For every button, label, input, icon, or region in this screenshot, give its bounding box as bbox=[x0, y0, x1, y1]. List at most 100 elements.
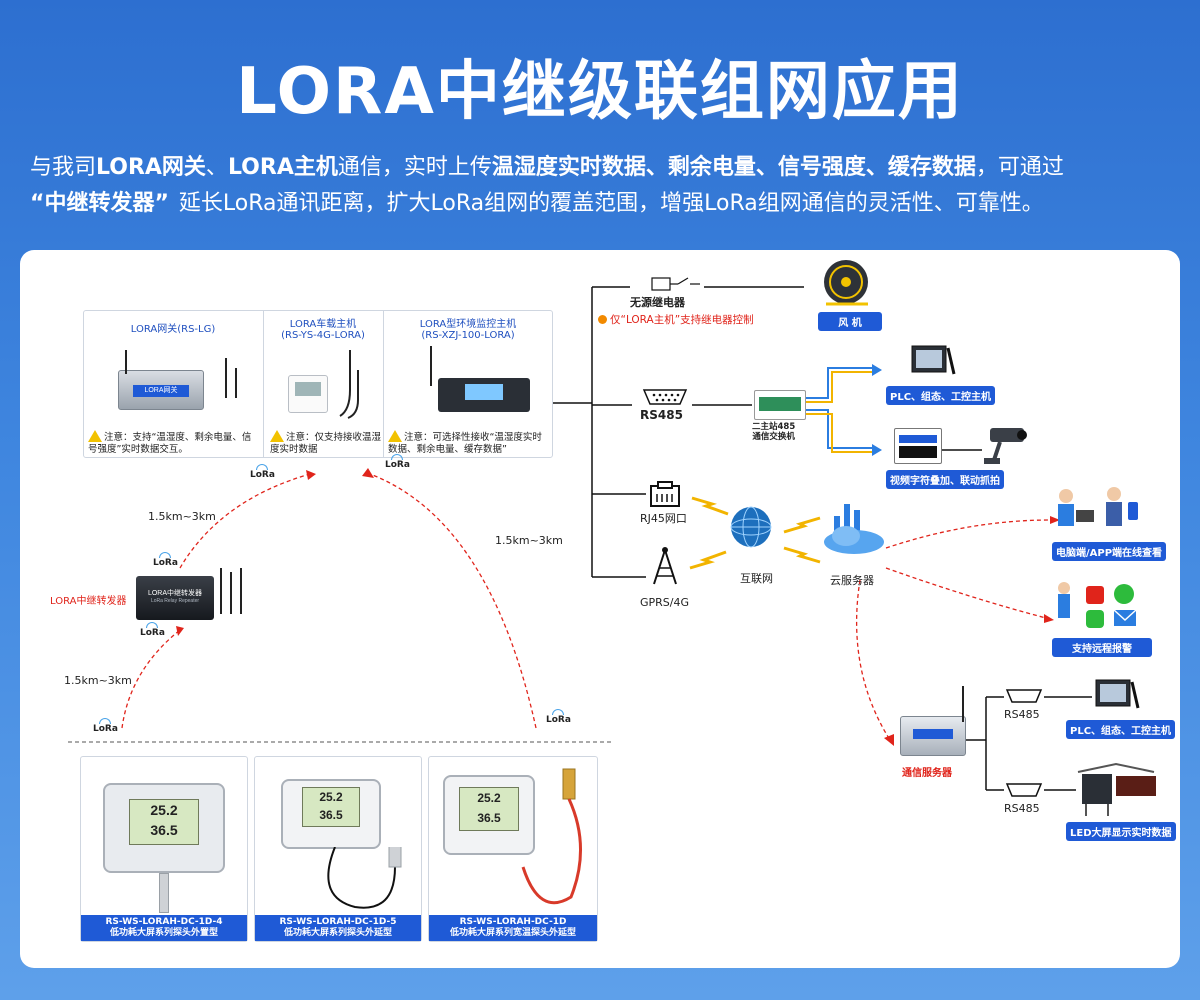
lora-badge: LoRa bbox=[546, 709, 571, 725]
divider bbox=[263, 310, 264, 458]
db9-port-icon bbox=[1005, 689, 1043, 703]
sensor-desc: 低功耗大屏系列宽温探头外延型 bbox=[449, 928, 576, 938]
intro-seg-bold: LORA网关 bbox=[96, 155, 206, 180]
relay-label: 无源继电器 bbox=[630, 296, 685, 309]
cloud-label: 云服务器 bbox=[830, 574, 874, 587]
intro-seg-bold: LORA主机 bbox=[227, 155, 338, 180]
fan-icon bbox=[824, 260, 868, 306]
intro-seg: ，可通过 bbox=[975, 155, 1064, 180]
sensor-card-2[interactable]: 25.2 36.5 RS-WS-LORAH-DC-1D-5 低功耗大屏系列探头外… bbox=[254, 756, 422, 942]
rj45-label: RJ45网口 bbox=[640, 512, 687, 525]
alarm-label: 支持远程报警 bbox=[1052, 638, 1152, 657]
intro-text: 与我司LORA网关、LORA主机通信，实时上传温湿度实时数据、剩余电量、信号强度… bbox=[30, 150, 1180, 222]
temp-readout: 25.2 bbox=[319, 790, 343, 804]
cloud-icon bbox=[824, 504, 884, 554]
relay-note: 仅“LORA主机”支持继电器控制 bbox=[598, 312, 754, 327]
camera-icon bbox=[984, 428, 1027, 464]
sensor-model: RS-WS-LORAH-DC-1D-4 bbox=[105, 917, 223, 927]
page-title: LORA中继级联组网应用 bbox=[236, 55, 964, 129]
monitor-device bbox=[438, 378, 530, 412]
db9-port-icon bbox=[642, 389, 688, 405]
vehicle-title-2: (RS-YS-4G-LORA) bbox=[281, 330, 365, 341]
monitor-icon bbox=[1095, 679, 1140, 709]
intro-seg-bold: “中继转发器” bbox=[30, 191, 169, 216]
vehicle-title-1: LORA车载主机 bbox=[289, 319, 357, 330]
lora-badge: LoRa bbox=[140, 622, 165, 638]
sensor-model: RS-WS-LORAH-DC-1D-5 bbox=[279, 917, 397, 927]
comm-server-label: 通信服务器 bbox=[902, 768, 952, 779]
warning-icon bbox=[270, 430, 284, 442]
globe-icon bbox=[730, 506, 772, 548]
pc-app-label: 电脑端/APP端在线查看 bbox=[1052, 542, 1167, 561]
monitor-title-2: (RS-XZJ-100-LORA) bbox=[421, 330, 515, 341]
probe-icon bbox=[159, 873, 169, 913]
lora-badge: LoRa bbox=[93, 718, 118, 734]
repeater-device-sub: LoRa Relay Repeater bbox=[150, 598, 200, 604]
intro-line-2: “中继转发器” 延长LoRa通讯距离，扩大LoRa组网的覆盖范围，增强LoRa组网… bbox=[30, 186, 1180, 222]
sensor-model: RS-WS-LORAH-DC-1D bbox=[459, 917, 567, 927]
switch-label-1: 二主站485 bbox=[752, 422, 796, 432]
antenna-icon bbox=[220, 568, 222, 614]
gprs-label: GPRS/4G bbox=[640, 596, 690, 609]
temp-readout: 25.2 bbox=[477, 791, 501, 805]
relay-icon bbox=[651, 277, 700, 291]
rs485-label: RS485 bbox=[640, 408, 683, 422]
intro-seg: 、 bbox=[205, 155, 228, 180]
gateway-device: LORA网关 bbox=[118, 370, 204, 410]
warning-icon bbox=[88, 430, 102, 442]
hum-readout: 36.5 bbox=[319, 808, 343, 822]
fan-label: 风 机 bbox=[818, 312, 882, 331]
monitor-icon bbox=[911, 345, 956, 375]
sensor-card-1[interactable]: 25.2 36.5 RS-WS-LORAH-DC-1D-4 低功耗大屏系列探头外… bbox=[80, 756, 248, 942]
bullet-icon bbox=[598, 315, 607, 324]
temp-readout: 25.2 bbox=[150, 802, 178, 818]
monitor-title: LORA型环境监控主机(RS-XZJ-100-LORA) bbox=[383, 315, 553, 341]
video-label: 视频字符叠加、联动抓拍 bbox=[886, 470, 1004, 489]
db9-port-icon bbox=[1005, 783, 1043, 797]
rs485-label-a: RS485 bbox=[1004, 708, 1040, 721]
probe-cable-icon bbox=[327, 847, 402, 909]
connection-lines bbox=[68, 286, 1092, 791]
warning-icon bbox=[388, 430, 402, 442]
switch-device bbox=[754, 390, 806, 420]
lora-badge: LoRa bbox=[385, 454, 410, 470]
alarm-icons bbox=[1058, 582, 1137, 628]
plc-label: PLC、组态、工控主机 bbox=[886, 386, 996, 405]
plc-label-2: PLC、组态、工控主机 bbox=[1066, 720, 1176, 739]
repeater-label: LORA中继转发器 bbox=[50, 596, 127, 607]
antenna-icon bbox=[962, 686, 964, 722]
antenna-icon bbox=[430, 346, 432, 386]
intro-seg: 延长LoRa通讯距离，扩大LoRa组网的覆盖范围，增强LoRa组网通信的灵活性、… bbox=[178, 191, 1044, 216]
antenna-icon bbox=[225, 358, 227, 398]
distance-label: 1.5km~3km bbox=[64, 674, 132, 687]
antenna-icon bbox=[240, 568, 242, 614]
comm-server-device bbox=[900, 716, 966, 756]
monitor-note: 注意：可选择性接收“温湿度实时数据、剩余电量、缓存数据” bbox=[388, 430, 542, 455]
distance-label: 1.5km~3km bbox=[495, 534, 563, 547]
sensor-body: 25.2 36.5 bbox=[281, 779, 381, 849]
sensor-label: RS-WS-LORAH-DC-1D-4 低功耗大屏系列探头外置型 bbox=[81, 915, 247, 941]
gateway-title: LORA网关(RS-LG) bbox=[130, 324, 216, 335]
intro-seg: 通信，实时上传 bbox=[337, 155, 492, 180]
intro-seg-bold: 温湿度实时数据、剩余电量、信号强度、缓存数据 bbox=[491, 155, 976, 180]
vehicle-note: 注意：仅支持接收温湿度实时数据 bbox=[270, 430, 382, 455]
sensor-label: RS-WS-LORAH-DC-1D-5 低功耗大屏系列探头外延型 bbox=[255, 915, 421, 941]
monitor-title-1: LORA型环境监控主机 bbox=[419, 319, 517, 330]
sensor-body: 25.2 36.5 bbox=[103, 783, 225, 873]
sensor-desc: 低功耗大屏系列探头外延型 bbox=[283, 928, 392, 938]
lora-badge: LoRa bbox=[153, 552, 178, 568]
switch-label: 二主站485 通信交换机 bbox=[752, 422, 795, 442]
internet-label: 互联网 bbox=[740, 572, 773, 585]
intro-seg: 与我司 bbox=[30, 155, 97, 180]
antenna-icon bbox=[230, 572, 232, 614]
hum-readout: 36.5 bbox=[477, 811, 501, 825]
sensor-body: 25.2 36.5 bbox=[443, 775, 535, 855]
sensor-card-3[interactable]: 25.2 36.5 RS-WS-LORAH-DC-1D 低功耗大屏系列宽温探头外… bbox=[428, 756, 598, 942]
people-devices-icon bbox=[1058, 487, 1138, 526]
repeater-device: LORA中继转发器 LoRa Relay Repeater bbox=[136, 576, 214, 620]
switch-label-2: 通信交换机 bbox=[752, 432, 795, 442]
sensor-label: RS-WS-LORAH-DC-1D 低功耗大屏系列宽温探头外延型 bbox=[429, 915, 597, 941]
led-label: LED大屏显示实时数据 bbox=[1066, 822, 1176, 841]
video-box-device bbox=[894, 428, 942, 464]
diagram-card: LORA网关(RS-LG) LORA网关 注意：支持“温湿度、剩余电量、信号强度… bbox=[20, 250, 1180, 968]
